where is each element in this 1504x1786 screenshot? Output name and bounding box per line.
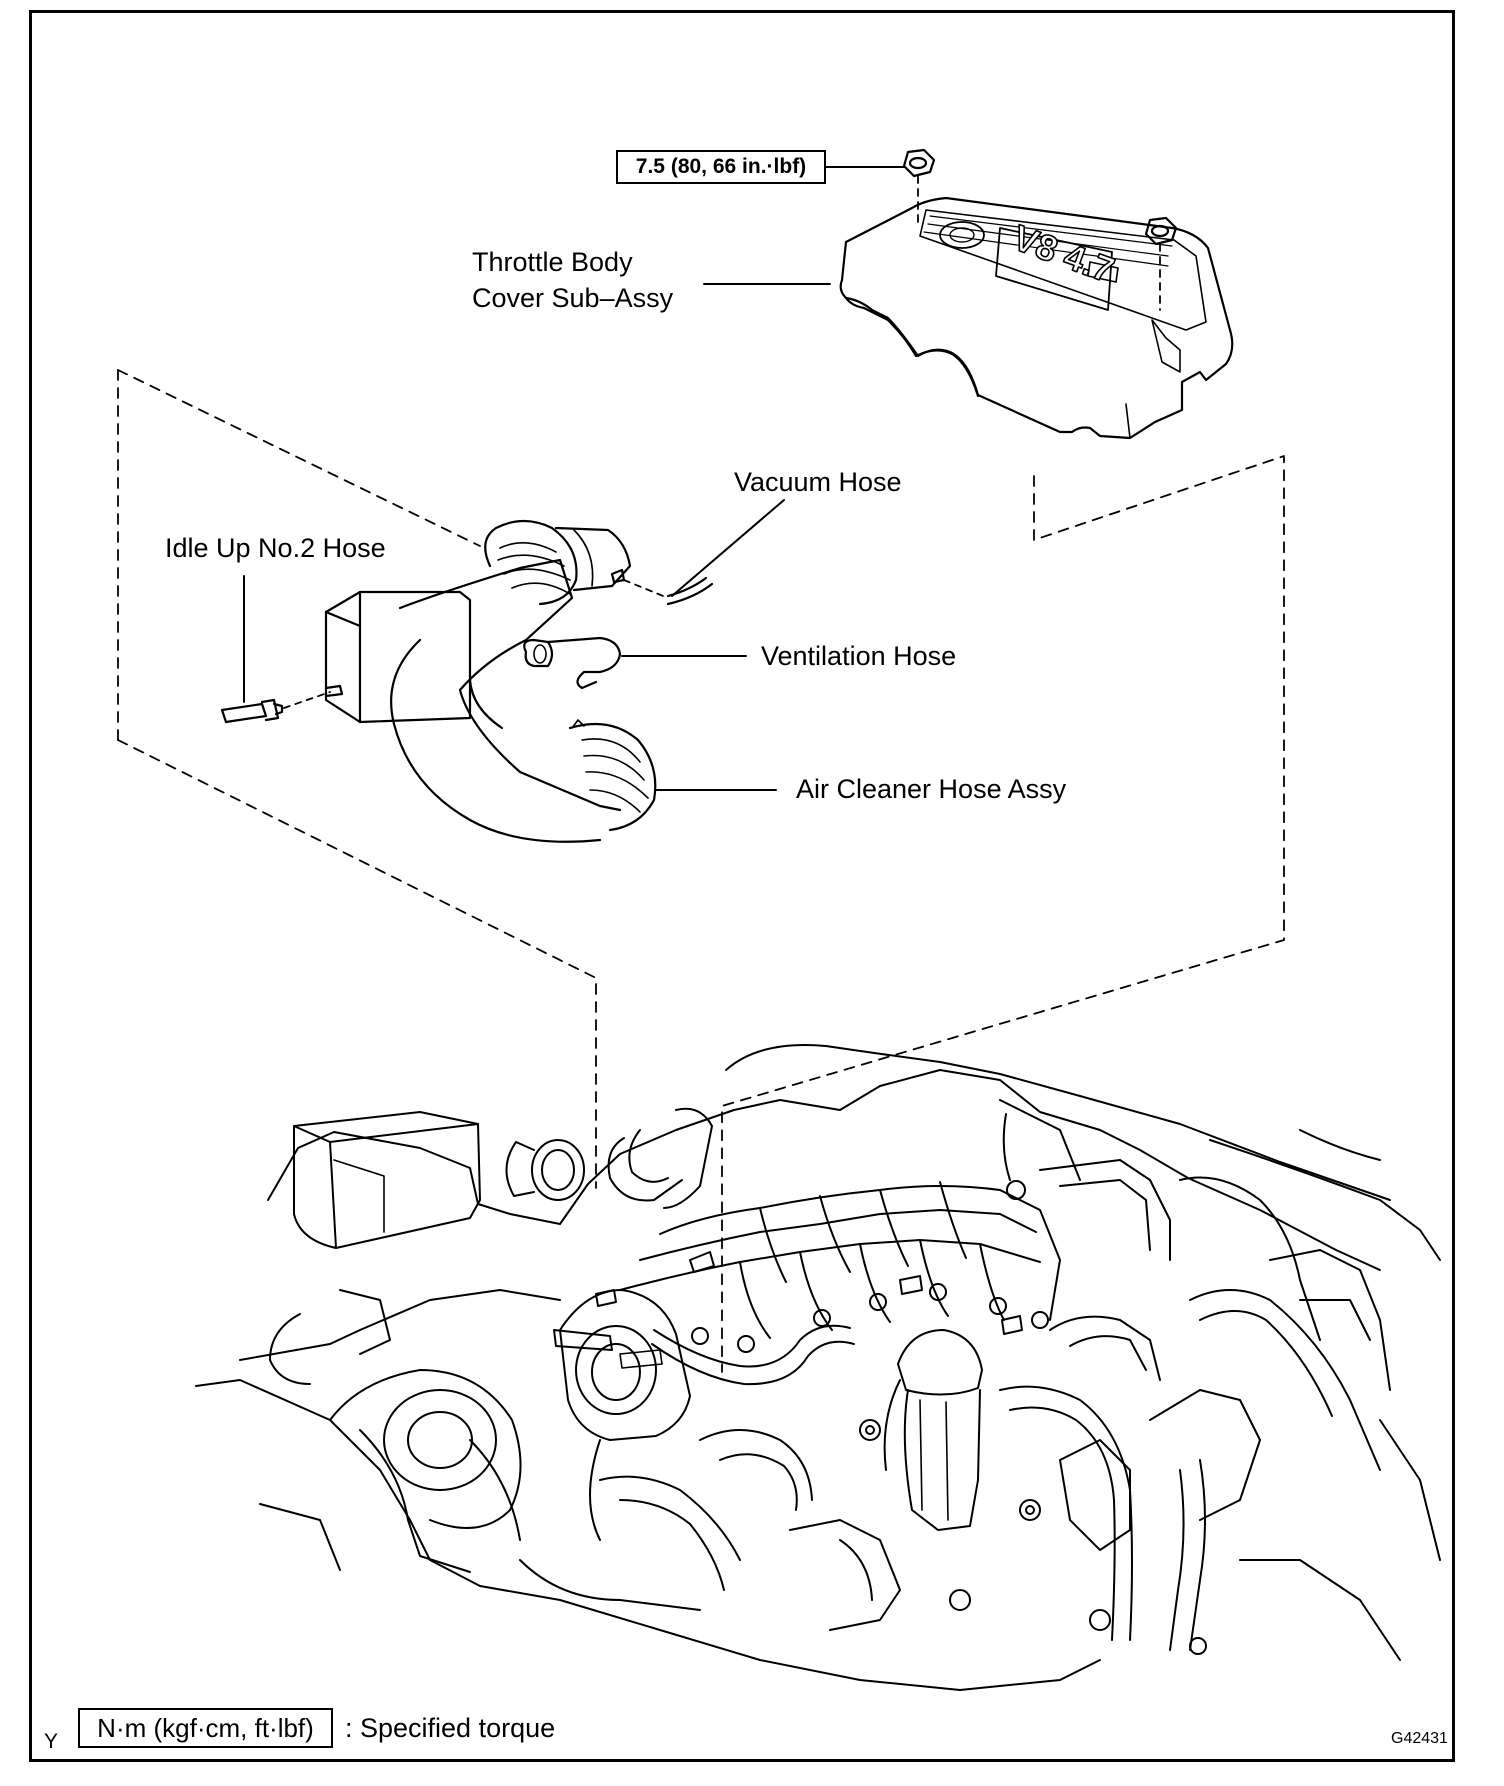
throttle-body-cover-label-line1: Throttle Body: [472, 247, 633, 277]
throttle-body-cover-label-line2: Cover Sub–Assy: [472, 283, 674, 313]
figure-id: G42431: [1391, 1730, 1448, 1747]
torque-spec-box: 7.5 (80, 66 in.·lbf): [616, 150, 826, 184]
air-cleaner-hose-assy: [324, 519, 657, 843]
guide-lines: [117, 369, 1285, 1373]
ventilation-hose-label: Ventilation Hose: [761, 641, 957, 671]
legend-torque-unit-box: N·m (kgf·cm, ft·lbf): [78, 1708, 333, 1748]
idle-up-hose-label: Idle Up No.2 Hose: [165, 533, 386, 563]
diagram-frame: [29, 10, 1455, 1762]
cover-emblem: V8 4.7: [1008, 217, 1120, 291]
nut-2: [1144, 216, 1178, 246]
corner-mark: Y: [44, 1730, 59, 1753]
legend-text: : Specified torque: [345, 1713, 556, 1743]
nut-1: [902, 148, 936, 178]
idle-up-no2-hose: [220, 698, 284, 724]
engine: [195, 1044, 1441, 1691]
vacuum-hose-label: Vacuum Hose: [734, 467, 902, 497]
vacuum-hose: [666, 576, 714, 606]
air-cleaner-hose-label: Air Cleaner Hose Assy: [796, 774, 1067, 804]
throttle-body-cover: [839, 196, 1234, 440]
